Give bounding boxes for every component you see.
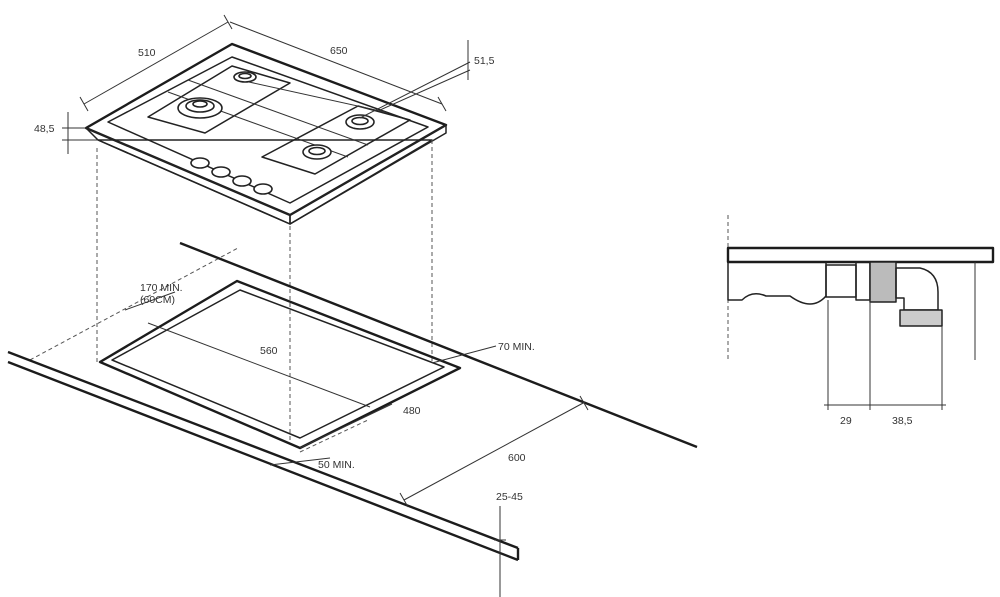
dim-gas-offset-b: 38,5 [892,415,913,427]
cutout-outer [98,279,462,450]
control-knobs [190,157,273,195]
detail-gas-inlet [899,309,943,327]
gas-connection-detail [726,215,995,410]
detail-elbow [895,267,939,311]
dim-gas-offset-a: 29 [840,415,852,427]
support-bar-1 [187,79,369,146]
knob-1 [190,157,210,169]
worktop-front-edge-top [7,350,519,550]
projection-lines [29,140,433,453]
support-bar-3 [239,79,386,113]
detail-worktop [726,246,995,264]
burner-right-rear [345,114,375,130]
dim-hob-depth: 510 [138,47,156,59]
worktop-dimensions [124,291,589,597]
dimension-labels: 510 650 51,5 48,5 170 MIN. (60CM) 560 48… [34,45,913,503]
hob-side-edge [289,124,447,225]
hob-front-edge [85,127,291,225]
worktop-drawing [7,241,698,562]
dim-wall-clearance: 170 MIN. [140,282,183,294]
knob-3 [232,175,252,187]
hob-drawing [84,42,448,225]
detail-fitting [869,261,897,303]
dim-front-clearance: 50 MIN. [318,459,355,471]
burner-large [177,97,223,119]
detail-nut [855,261,871,301]
dim-hob-height: 48,5 [34,123,55,135]
dim-rear-clearance: 70 MIN. [498,341,535,353]
detail-connector [825,264,857,298]
pan-support-left [147,65,291,134]
dim-knob-offset: 51,5 [474,55,495,67]
dim-cutout-depth: 480 [403,405,421,417]
worktop-rear-edge [179,241,698,449]
dim-wall-clearance-note: (60CM) [140,294,175,306]
cutout-inner [111,289,445,439]
burner-right-front [302,144,332,160]
hob-inner-frame [107,56,429,204]
pan-support-right [261,105,411,175]
dim-cutout-width: 560 [260,345,278,357]
detail-hob-profile [727,262,827,305]
dim-worktop-thickness: 25-45 [496,491,523,503]
knob-4 [253,183,273,195]
dim-hob-width: 650 [330,45,348,57]
hob-dimensions [62,14,471,154]
hob-base [97,139,433,225]
burner-rear-small [233,71,257,83]
worktop-front-edge-bottom [7,360,519,562]
dim-worktop-depth: 600 [508,452,526,464]
knob-2 [211,166,231,178]
